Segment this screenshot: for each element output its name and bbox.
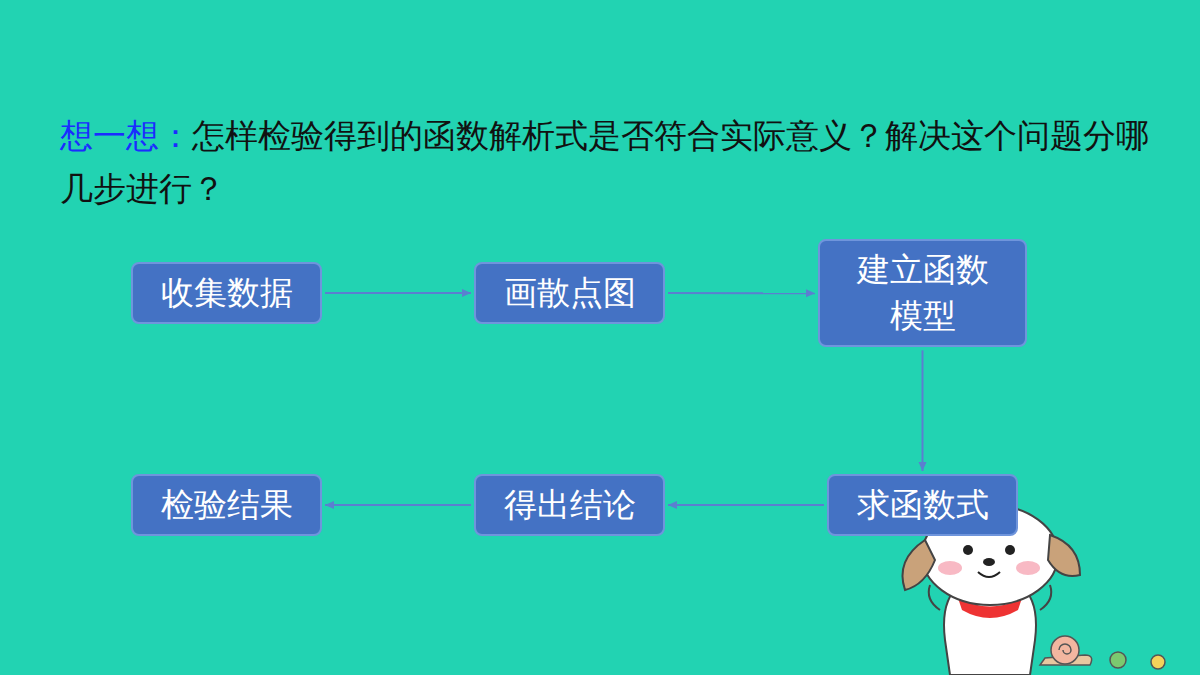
flow-arrow	[668, 504, 824, 506]
box-label: 建立函数 模型	[836, 247, 1009, 339]
flow-arrow	[922, 350, 924, 471]
question-text: 怎样检验得到的函数解析式是否符合实际意义？解决这个问题分哪几步进行？	[60, 116, 1149, 208]
process-box: 建立函数 模型	[818, 239, 1027, 347]
flow-arrow	[325, 504, 471, 506]
box-label: 收集数据	[161, 270, 293, 316]
process-box: 得出结论	[474, 474, 665, 536]
process-box: 求函数式	[827, 474, 1018, 536]
question-heading: 想一想：怎样检验得到的函数解析式是否符合实际意义？解决这个问题分哪几步进行？	[60, 110, 1160, 216]
box-label: 检验结果	[161, 482, 293, 528]
process-box: 收集数据	[131, 262, 322, 324]
heading-title: 想一想：	[60, 116, 192, 155]
box-label: 得出结论	[504, 482, 636, 528]
process-box: 画散点图	[474, 262, 665, 324]
snail-figure	[1040, 636, 1165, 669]
box-label: 画散点图	[504, 270, 636, 316]
box-label: 求函数式	[857, 482, 989, 528]
flow-arrow	[668, 292, 815, 294]
flow-arrow	[325, 292, 471, 294]
process-box: 检验结果	[131, 474, 322, 536]
